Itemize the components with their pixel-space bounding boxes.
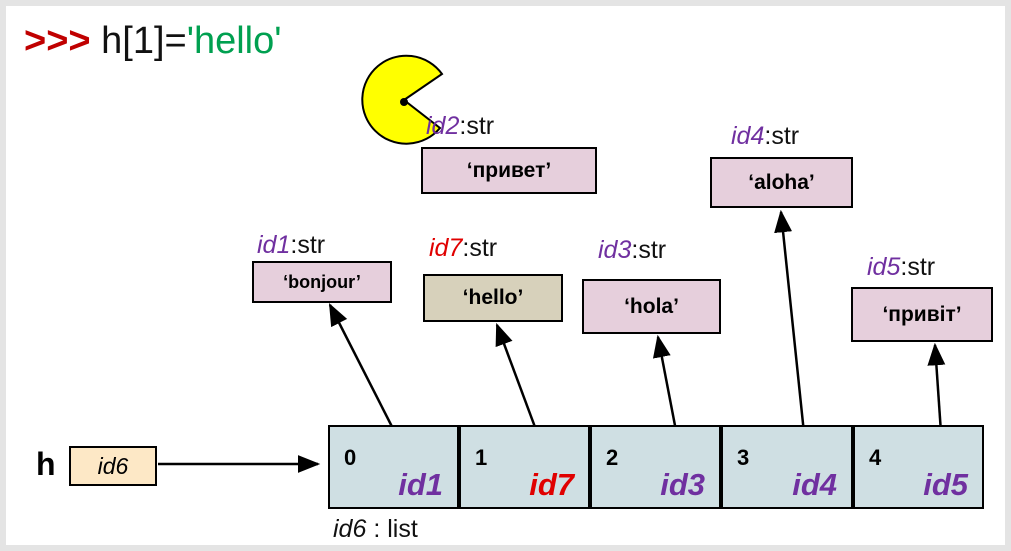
list-cell-index: 0	[344, 445, 357, 470]
list-cell-ref: id3	[660, 467, 705, 502]
obj-id3-label: id3:str	[598, 236, 667, 264]
list-cell-index: 3	[737, 445, 750, 470]
obj-id2-label: id2:str	[426, 112, 495, 140]
code-line: >>> h[1]='hello'	[24, 20, 282, 63]
variable-ref-box: id6	[69, 446, 157, 486]
obj-id7-label: id7:str	[429, 234, 498, 262]
variable-name: h	[36, 446, 56, 482]
obj-id4-label: id4:str	[731, 122, 800, 150]
list-cell-ref: id1	[398, 467, 443, 502]
obj-id7-box: ‘hello’	[423, 274, 563, 322]
list-cell-3: 3 id4	[721, 425, 853, 509]
list-cell-1: 1 id7	[459, 425, 590, 509]
obj-id4-box: ‘aloha’	[710, 157, 853, 208]
list-caption: id6 : list	[333, 515, 418, 543]
list-cell-index: 4	[869, 445, 882, 470]
prompt-symbol: >>>	[24, 20, 91, 62]
arrow-cell3-to-id4	[774, 209, 809, 463]
list-cell-4: 4 id5	[853, 425, 984, 509]
obj-id3-box: ‘hola’	[582, 279, 721, 334]
list-cell-ref: id4	[792, 467, 837, 502]
list-cell-0: 0 id1	[328, 425, 459, 509]
obj-id5-box: ‘привіт’	[851, 287, 993, 342]
list-cell-ref: id5	[923, 467, 968, 502]
obj-id1-box: ‘bonjour’	[252, 261, 392, 303]
list-cell-ref: id7	[529, 467, 574, 502]
list-cell-index: 1	[475, 445, 488, 470]
obj-id2-box: ‘привет’	[421, 147, 597, 194]
pacman-icon	[361, 54, 444, 145]
code-text: h[1]=	[90, 20, 187, 62]
obj-id1-label: id1:str	[257, 231, 326, 259]
list-cell-index: 2	[606, 445, 619, 470]
obj-id5-label: id5:str	[867, 253, 936, 281]
code-string-literal: 'hello'	[186, 20, 282, 62]
list-cell-2: 2 id3	[590, 425, 721, 509]
